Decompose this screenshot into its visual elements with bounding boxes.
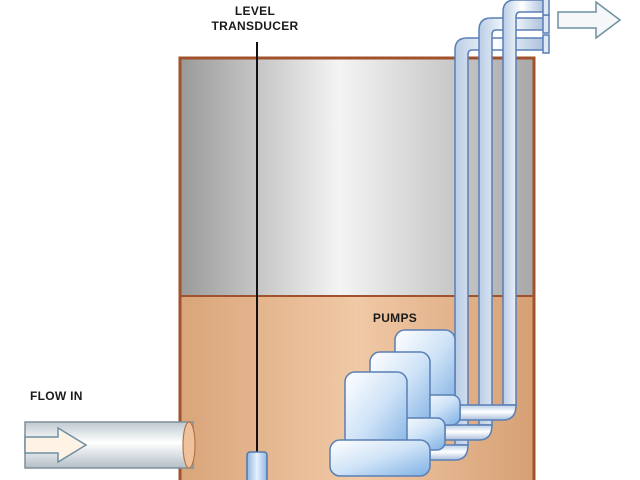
pump-1 [329,371,431,477]
discharge-elbow-2 [444,424,493,441]
level-label-line1: LEVEL [234,4,276,18]
tank-headspace [180,58,534,296]
pumps-label: PUMPS [372,311,418,325]
inlet-pipe [24,421,196,469]
transducer-probe [246,451,268,480]
pumps [329,329,461,477]
level-transducer [246,42,268,480]
inlet-pipe-end [182,421,196,469]
flow-in-label: FLOW IN [30,389,83,403]
discharge-flange-1 [542,34,550,54]
discharge-elbow-3 [459,404,517,421]
flow-out-arrow [557,0,622,40]
tank-wall [178,56,536,480]
discharge-flange-2 [542,14,550,34]
discharge-flange-3 [542,0,550,16]
discharge-pipes [429,0,550,461]
flow-in-arrow [24,426,88,464]
level-transducer-label: LEVEL TRANSDUCER [200,4,310,34]
level-label-line2: TRANSDUCER [211,19,299,33]
